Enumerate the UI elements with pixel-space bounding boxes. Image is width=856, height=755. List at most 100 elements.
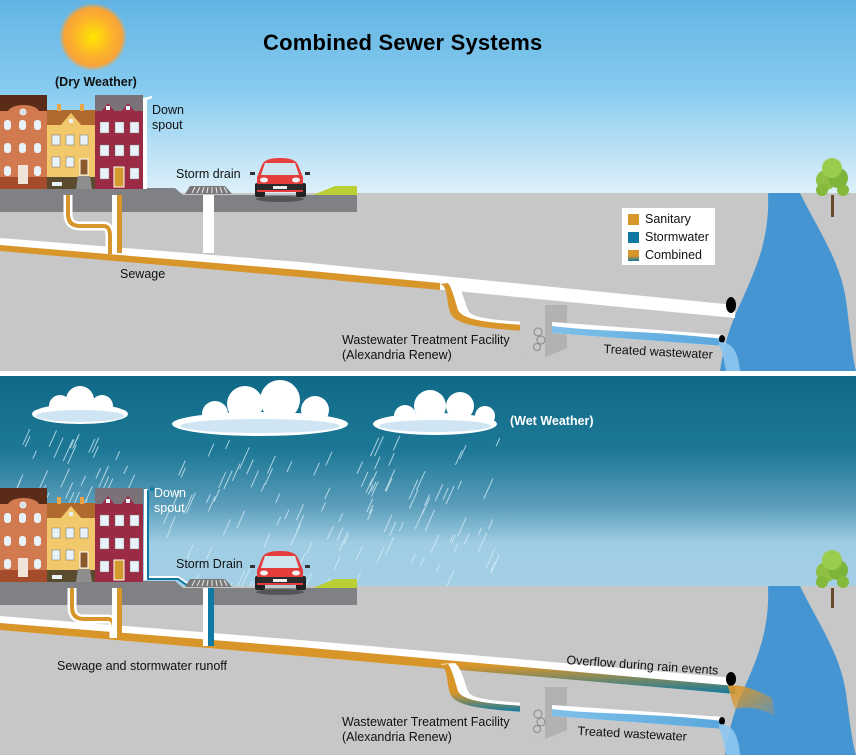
rain-streak	[320, 501, 326, 512]
combined-branch	[440, 664, 525, 712]
rain-streak	[430, 534, 440, 553]
legend-item-sanitary: Sanitary	[628, 210, 715, 228]
rain-streak	[313, 462, 320, 476]
cloud-icon	[32, 386, 128, 424]
rain-streak	[457, 480, 462, 490]
downspout	[143, 96, 152, 189]
rain-streak	[92, 446, 99, 458]
rain-streak	[367, 508, 374, 521]
rain-streak	[371, 481, 377, 492]
rain-streak	[459, 445, 467, 460]
sanitary-flow	[0, 245, 440, 290]
rain-streak	[183, 494, 193, 515]
rain-streak	[424, 494, 430, 507]
rain-streak	[183, 545, 194, 566]
wet-weather-scene	[0, 376, 856, 755]
rain-streak	[490, 560, 496, 573]
rain-streak	[483, 478, 494, 500]
rain-streak	[374, 456, 381, 470]
rain-streak	[169, 516, 176, 529]
tree-icon	[816, 158, 849, 217]
downspout-label-line2: spout	[152, 118, 183, 132]
rain-streak	[250, 470, 260, 488]
rain-streak	[457, 517, 467, 537]
facility-label-line1: Wastewater Treatment Facility	[342, 333, 510, 347]
treated-flow	[552, 326, 724, 346]
car-icon	[250, 158, 310, 202]
rain-streak	[24, 436, 31, 448]
rain-streak	[360, 471, 369, 488]
rain-streak	[408, 489, 419, 509]
rain-streak	[207, 496, 216, 512]
grass	[313, 186, 357, 195]
legend: Sanitary Stormwater Combined	[622, 208, 715, 265]
rain-streak	[223, 470, 233, 490]
rain-streak	[343, 534, 349, 546]
rain-streak	[392, 435, 401, 451]
rain-streak	[275, 493, 281, 504]
rain-streak	[442, 487, 449, 501]
rain-streak	[296, 514, 305, 531]
legend-item-combined: Combined	[628, 246, 715, 264]
rain-streak	[67, 444, 77, 465]
houses-icon	[0, 488, 143, 582]
rain-streak	[416, 470, 426, 491]
rain-streak	[408, 479, 419, 500]
rain-streak	[356, 461, 363, 474]
downspout-label-line2: spout	[154, 501, 185, 515]
sanitary-swatch	[628, 213, 639, 225]
storm-drain-label: Storm Drain	[176, 557, 243, 571]
stormwater-flow	[208, 588, 214, 646]
rain-streak	[231, 463, 241, 481]
dry-weather-scene	[0, 0, 856, 371]
facility-label-line2: (Alexandria Renew)	[342, 730, 452, 744]
downspout-label-line1: Down	[154, 486, 186, 500]
downspout-label-line1: Down	[152, 103, 184, 117]
storm-drain-label: Storm drain	[176, 167, 241, 181]
rain-streak	[48, 430, 57, 448]
rain-streak	[213, 488, 221, 502]
rain-streak	[32, 450, 37, 459]
grass	[313, 579, 357, 588]
downspout	[147, 490, 189, 587]
facility-label: Wastewater Treatment Facility (Alexandri…	[342, 715, 510, 745]
rain-streak	[237, 569, 246, 587]
rain-streak	[490, 554, 500, 574]
rain-streak	[374, 436, 384, 457]
rain-streak	[178, 460, 186, 476]
rain-streak	[419, 556, 425, 567]
rain-streak	[463, 532, 470, 545]
rain-streak	[218, 472, 227, 488]
dry-weather-label: (Dry Weather)	[55, 75, 137, 89]
rain-streak	[338, 531, 349, 552]
rain-streak	[83, 486, 93, 506]
street	[0, 188, 357, 212]
downspout-label: Down spout	[152, 103, 184, 133]
rain-streak	[205, 494, 211, 504]
storm-pipe	[203, 195, 214, 253]
rain-streak	[384, 469, 396, 492]
legend-label: Combined	[645, 248, 702, 262]
rain-streak	[80, 475, 87, 486]
rain-streak	[333, 556, 341, 571]
rain-streak	[388, 521, 397, 537]
rain-streak	[453, 543, 459, 553]
rain-streak	[72, 435, 80, 449]
rain-streak	[477, 532, 488, 554]
rain-streak	[435, 563, 441, 573]
outfall-pipe-icon	[726, 297, 736, 313]
rain-streak	[370, 481, 379, 497]
rain-streak	[422, 497, 431, 514]
cloud-icon	[172, 380, 348, 436]
rain-streak	[485, 547, 496, 570]
street	[0, 581, 357, 605]
rain-streak	[326, 525, 334, 540]
rain-streak	[263, 533, 271, 548]
rain-streak	[123, 465, 129, 475]
cloud-icon	[373, 390, 497, 435]
rain-streak	[22, 428, 31, 445]
rain-streak	[336, 527, 344, 541]
rain-streak	[260, 483, 266, 492]
rain-streak	[95, 467, 102, 479]
rain-streak	[127, 474, 136, 490]
